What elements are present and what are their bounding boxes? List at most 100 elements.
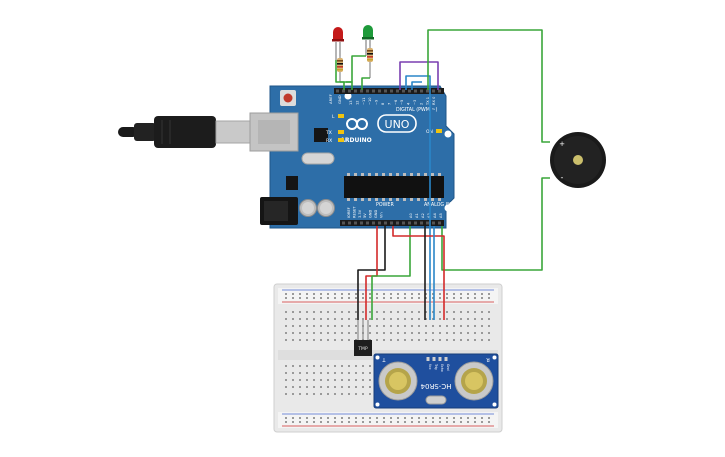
resistor-red-led[interactable]	[337, 56, 343, 82]
breadboard-hole	[292, 332, 294, 334]
chip-pin	[375, 198, 378, 201]
header-pin	[378, 89, 381, 93]
breadboard-hole	[355, 421, 357, 423]
breadboard-hole	[439, 339, 441, 341]
breadboard-hole	[453, 311, 455, 313]
wire-purple[interactable]	[399, 61, 439, 90]
breadboard-hole	[481, 417, 483, 419]
breadboard-hole	[439, 311, 441, 313]
breadboard-hole	[306, 332, 308, 334]
piezo-buzzer[interactable]: + -	[550, 132, 606, 188]
red-led[interactable]	[332, 27, 344, 60]
breadboard-hole	[285, 325, 287, 327]
breadboard-hole	[390, 332, 392, 334]
breadboard-hole	[320, 339, 322, 341]
wire-buzzer-minus[interactable]	[441, 177, 550, 271]
wire-black-gnd[interactable]	[357, 226, 386, 320]
breadboard-hole	[306, 393, 308, 395]
breadboard-hole	[320, 372, 322, 374]
digital-pin-label: ~9	[375, 99, 379, 105]
breadboard-hole	[334, 332, 336, 334]
chip-pin	[389, 198, 392, 201]
chip-pin	[431, 198, 434, 201]
crystal-oscillator	[301, 152, 335, 165]
breadboard-hole	[425, 332, 427, 334]
sensor-pin	[438, 357, 442, 361]
green-led[interactable]	[362, 25, 374, 56]
analog-pin-label: A5	[439, 213, 443, 218]
breadboard-hole	[383, 325, 385, 327]
header-pin	[390, 221, 393, 225]
breadboard-hole	[418, 339, 420, 341]
wire-blue-echo[interactable]	[411, 81, 422, 90]
breadboard-hole	[334, 417, 336, 419]
wire-buzzer-plus[interactable]	[427, 29, 550, 143]
mounting-hole	[444, 130, 452, 138]
breadboard-hole	[474, 332, 476, 334]
uno-model-label: UNO	[385, 118, 410, 131]
chip-pin	[417, 173, 420, 176]
breadboard-hole	[320, 325, 322, 327]
breadboard-hole	[376, 325, 378, 327]
breadboard-hole	[481, 332, 483, 334]
breadboard-hole	[404, 417, 406, 419]
breadboard-hole	[460, 311, 462, 313]
arduino-logo	[346, 118, 368, 130]
breadboard-hole	[383, 311, 385, 313]
chip-pin	[424, 173, 427, 176]
wire-blue-trig[interactable]	[405, 75, 431, 320]
breadboard-hole	[418, 421, 420, 423]
digital-pin-label: 12	[355, 100, 359, 105]
breadboard-hole	[376, 311, 378, 313]
breadboard-hole	[341, 393, 343, 395]
breadboard-hole	[383, 332, 385, 334]
sensor-pin-label: Vcc	[428, 364, 432, 370]
breadboard-hole	[292, 325, 294, 327]
breadboard-hole	[299, 365, 301, 367]
breadboard-hole	[348, 386, 350, 388]
breadboard-hole	[390, 325, 392, 327]
chip-pin	[368, 198, 371, 201]
breadboard-hole	[292, 318, 294, 320]
chip-pin	[368, 173, 371, 176]
breadboard-hole	[320, 293, 322, 295]
wire-resistor-pin11[interactable]	[361, 77, 370, 90]
breadboard-hole	[425, 325, 427, 327]
resistor-green-led[interactable]	[367, 46, 373, 78]
breadboard-hole	[320, 393, 322, 395]
breadboard-hole	[481, 318, 483, 320]
breadboard-hole	[362, 379, 364, 381]
breadboard-hole	[432, 325, 434, 327]
header-pin	[378, 221, 381, 225]
breadboard-hole	[460, 297, 462, 299]
wire-resistor-pin12[interactable]	[340, 81, 353, 90]
sensor-pin	[426, 357, 430, 361]
temperature-sensor[interactable]: TMP	[354, 320, 372, 356]
breadboard-hole	[362, 393, 364, 395]
breadboard-hole	[390, 417, 392, 419]
chip-pin	[417, 198, 420, 201]
chip-pin	[431, 173, 434, 176]
breadboard-hole	[313, 297, 315, 299]
breadboard-hole	[453, 293, 455, 295]
wire-red-vcc[interactable]	[392, 226, 445, 320]
header-pin	[414, 221, 417, 225]
breadboard-hole	[334, 339, 336, 341]
breadboard-hole	[397, 293, 399, 295]
breadboard-hole	[320, 332, 322, 334]
header-pin	[438, 221, 441, 225]
sensor-pin	[444, 357, 448, 361]
breadboard-hole	[369, 325, 371, 327]
header-pin	[426, 221, 429, 225]
led-on	[436, 129, 442, 133]
sensor-pin-label: Trig	[434, 363, 438, 370]
breadboard-hole	[355, 297, 357, 299]
breadboard-hole	[285, 421, 287, 423]
power-pin-label: 5V	[363, 213, 367, 218]
breadboard-hole	[425, 297, 427, 299]
breadboard-hole	[383, 339, 385, 341]
wire-green-a0[interactable]	[371, 226, 411, 320]
breadboard-hole	[320, 421, 322, 423]
